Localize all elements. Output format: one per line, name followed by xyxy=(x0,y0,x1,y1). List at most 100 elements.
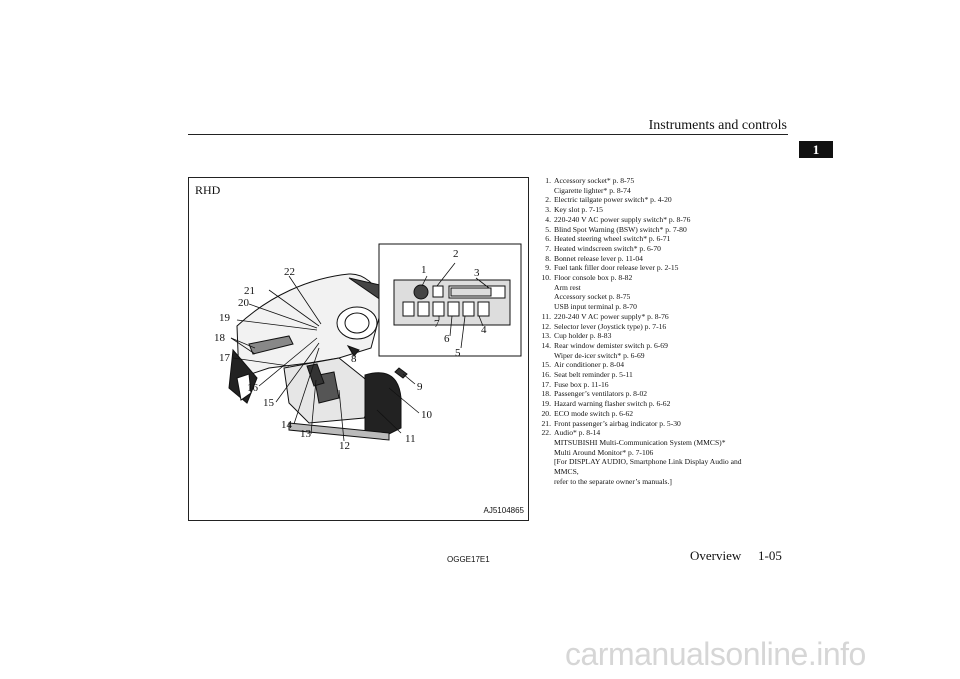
legend-item-number: 19. xyxy=(541,399,552,409)
legend-item-number: 18. xyxy=(541,389,552,399)
legend-item: 7.Heated windscreen switch* p. 6-70 xyxy=(537,244,797,254)
legend-item-text: refer to the separate owner’s manuals.] xyxy=(554,476,672,486)
callout-10: 10 xyxy=(421,409,433,421)
legend-item-text: USB input terminal p. 8-70 xyxy=(554,302,637,312)
legend-item-number: 21. xyxy=(541,418,552,428)
legend-item-text: Rear window demister switch p. 6-69 xyxy=(554,340,668,350)
callout-5: 5 xyxy=(455,347,461,359)
legend-item-text: Fuel tank filler door release lever p. 2… xyxy=(554,263,679,273)
legend-item-text: 220-240 V AC power supply switch* p. 8-7… xyxy=(554,214,691,224)
legend-item-number: 11. xyxy=(541,311,551,321)
legend-item-text: 220-240 V AC power supply* p. 8-76 xyxy=(554,311,669,321)
legend-item-text: Air conditioner p. 8-04 xyxy=(554,360,625,370)
legend-item-number: 7. xyxy=(545,243,551,253)
footer-page-number: 1-05 xyxy=(758,548,782,563)
callout-numbers: 1 2 3 4 5 6 7 8 9 10 11 12 13 14 15 16 1… xyxy=(214,248,487,452)
legend-item-number: 3. xyxy=(545,205,551,215)
legend-item: 2.Electric tailgate power switch* p. 4-2… xyxy=(537,195,797,205)
footer-code: OGGE17E1 xyxy=(447,555,490,564)
legend-item-text: Heated steering wheel switch* p. 6-71 xyxy=(554,234,671,244)
legend-item-number: 20. xyxy=(541,408,552,418)
legend-item: 6.Heated steering wheel switch* p. 6-71 xyxy=(537,234,797,244)
legend-item-number: 1. xyxy=(545,176,551,185)
figure-frame: RHD xyxy=(188,177,529,521)
legend-item-number: 2. xyxy=(545,195,551,205)
legend-item-number: 9. xyxy=(545,263,551,273)
legend-item-text: Blind Spot Warning (BSW) switch* p. 7-80 xyxy=(554,224,687,234)
callout-13: 13 xyxy=(300,428,312,440)
callout-9: 9 xyxy=(417,381,423,393)
legend-item: 13.Cup holder p. 8-83 xyxy=(537,331,797,341)
callout-19: 19 xyxy=(219,312,231,324)
callout-4: 4 xyxy=(481,324,487,336)
switch-panel-inset xyxy=(378,243,522,357)
legend-item-text: Seat belt reminder p. 5-11 xyxy=(554,370,633,380)
callout-7: 7 xyxy=(434,318,440,330)
legend-item-text: Multi Around Monitor* p. 7-106 xyxy=(554,447,654,457)
legend-item-text: Accessory socket p. 8-75 xyxy=(554,292,631,302)
legend-item-text: Cigarette lighter* p. 8-74 xyxy=(554,185,631,195)
legend-item-text: Bonnet release lever p. 11-04 xyxy=(554,253,643,263)
legend-item: 16.Seat belt reminder p. 5-11 xyxy=(537,370,797,380)
legend-item: 17.Fuse box p. 11-16 xyxy=(537,380,797,390)
legend-item-text: [For DISPLAY AUDIO, Smartphone Link Disp… xyxy=(554,457,742,467)
legend-item: 20.ECO mode switch p. 6-62 xyxy=(537,409,797,419)
legend-item-text: Audio* p. 8-14 xyxy=(554,428,601,438)
legend-item-number: 10. xyxy=(541,273,552,283)
legend-item-text: ECO mode switch p. 6-62 xyxy=(554,408,634,418)
dashboard-illustration: 1 2 3 4 5 6 7 8 9 10 11 12 13 14 15 16 1… xyxy=(214,243,522,452)
legend-item-text: Heated windscreen switch* p. 6-70 xyxy=(554,243,661,253)
legend-item: 9.Fuel tank filler door release lever p.… xyxy=(537,263,797,273)
legend-item-text: Wiper de-icer switch* p. 6-69 xyxy=(554,350,645,360)
callout-12: 12 xyxy=(339,440,350,452)
legend-item: 12.Selector lever (Joystick type) p. 7-1… xyxy=(537,322,797,332)
legend-item-number: 5. xyxy=(545,224,551,234)
header-rule xyxy=(188,134,788,135)
legend-item-text: MMCS, xyxy=(554,467,579,477)
legend-item: 19.Hazard warning flasher switch p. 6-62 xyxy=(537,399,797,409)
footer-chapter: Overview xyxy=(690,548,742,563)
callout-14: 14 xyxy=(281,419,293,431)
callout-17: 17 xyxy=(219,352,231,364)
legend-item-number: 17. xyxy=(541,379,552,389)
leader-lines xyxy=(230,262,490,442)
section-title: Instruments and controls xyxy=(648,118,787,133)
callout-11: 11 xyxy=(405,433,416,445)
legend-item-text: Fuse box p. 11-16 xyxy=(554,379,609,389)
legend-item-number: 16. xyxy=(541,370,552,380)
callout-20: 20 xyxy=(238,297,250,309)
legend-item-text: Accessory socket* p. 8-75 xyxy=(554,176,635,185)
callout-18: 18 xyxy=(214,332,226,344)
watermark: carmanualsonline.info xyxy=(565,636,866,672)
figure-label: RHD xyxy=(195,183,221,197)
legend-item: 15.Air conditioner p. 8-04 xyxy=(537,360,797,370)
legend-item: 21.Front passenger’s airbag indicator p.… xyxy=(537,419,797,429)
legend-item-number: 6. xyxy=(545,234,551,244)
callout-8: 8 xyxy=(351,353,357,365)
legend-item: 11.220-240 V AC power supply* p. 8-76 xyxy=(537,312,797,322)
callout-15: 15 xyxy=(263,397,275,409)
dashboard-drawing xyxy=(228,273,408,441)
legend-item-number: 8. xyxy=(545,253,551,263)
legend-item: 4.220-240 V AC power supply switch* p. 8… xyxy=(537,215,797,225)
legend-item-text: Arm rest xyxy=(554,282,581,292)
callout-1: 1 xyxy=(421,264,427,276)
legend-item-number: 22. xyxy=(541,428,552,438)
legend-item-number: 14. xyxy=(541,340,552,350)
callout-21: 21 xyxy=(244,285,255,297)
legend-item-text: MITSUBISHI Multi-Communication System (M… xyxy=(554,437,726,447)
callout-6: 6 xyxy=(444,333,450,345)
callout-2: 2 xyxy=(453,248,459,260)
callout-16: 16 xyxy=(247,382,259,394)
legend-item-number: 4. xyxy=(545,214,551,224)
legend-item-number: 12. xyxy=(541,321,552,331)
chapter-tab: 1 xyxy=(799,141,833,158)
legend-item-text: Cup holder p. 8-83 xyxy=(554,331,612,341)
figure-id: AJ5104865 xyxy=(483,506,524,515)
callout-22: 22 xyxy=(284,266,295,278)
